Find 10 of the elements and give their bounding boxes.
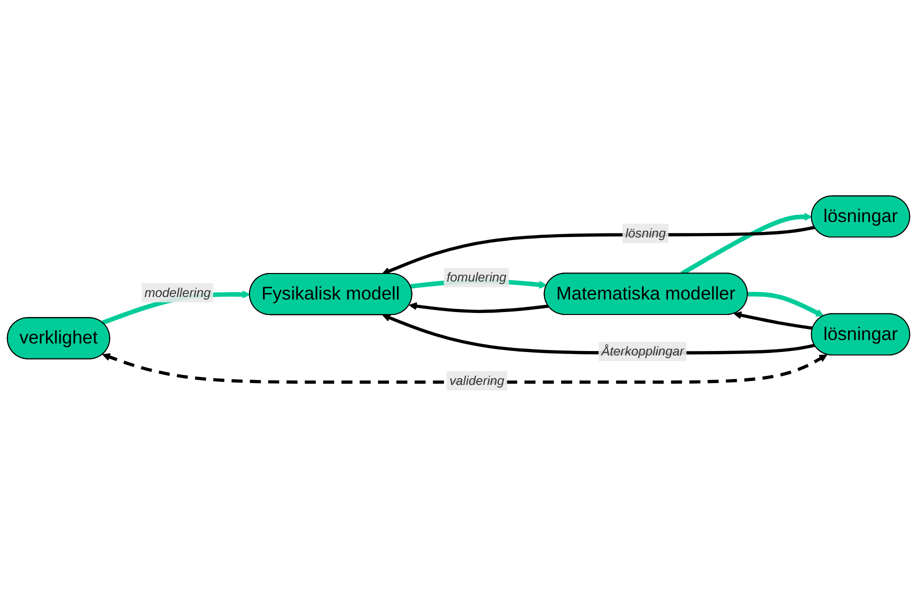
arrow (408, 302, 549, 314)
arrow (102, 353, 828, 384)
arrow (748, 292, 824, 317)
edge-label: modellering (144, 284, 211, 300)
arrow (382, 226, 815, 275)
edge-label: validering (449, 372, 504, 388)
edge-label: Återkopplingar (601, 344, 684, 358)
edge-label: fomulering (446, 270, 506, 284)
arrow (734, 311, 814, 330)
edge-label: lösning (625, 226, 666, 240)
